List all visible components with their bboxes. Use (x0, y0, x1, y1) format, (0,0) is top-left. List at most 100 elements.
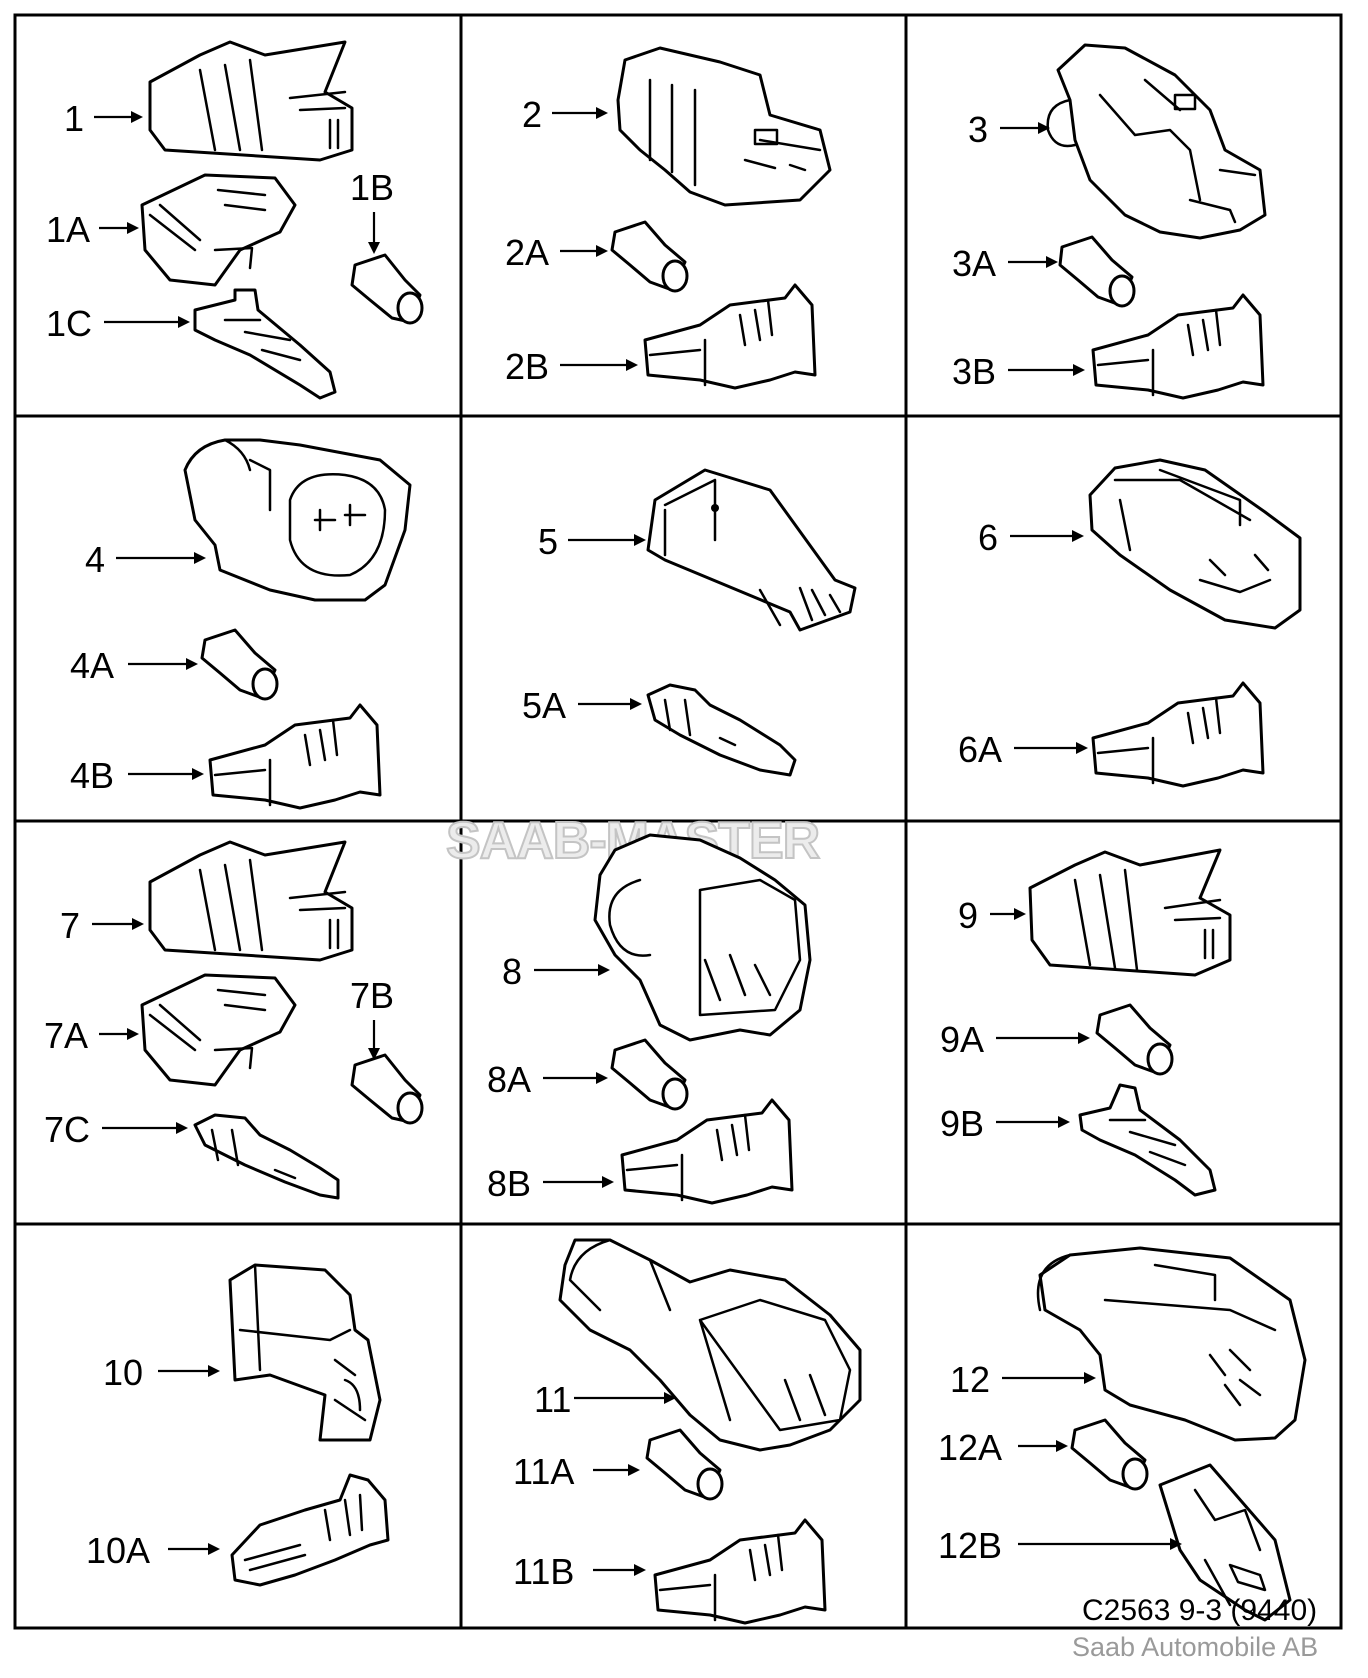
connector-5-drawing (646, 468, 857, 632)
label-5A-text: 5A (522, 685, 566, 726)
label-11B: 11B (513, 1551, 646, 1592)
copyright-credit: Saab Automobile AB (1072, 1632, 1319, 1662)
label-3A: 3A (952, 243, 1058, 284)
seal-8A-drawing (610, 1038, 689, 1111)
label-11A: 11A (513, 1451, 640, 1492)
label-2-text: 2 (522, 94, 542, 135)
label-4B-text: 4B (70, 755, 114, 796)
lock-12B-drawing (1158, 1463, 1292, 1622)
label-1: 1 (64, 98, 143, 139)
label-7A: 7A (44, 1015, 139, 1056)
label-5A: 5A (522, 685, 642, 726)
label-4B: 4B (70, 755, 204, 796)
seal-2A-drawing (610, 220, 689, 293)
label-7B: 7B (350, 975, 394, 1060)
terminal-11B-drawing (653, 1518, 827, 1625)
seal-12A-drawing (1070, 1418, 1149, 1491)
label-1B-text: 1B (350, 167, 394, 208)
label-3A-text: 3A (952, 243, 996, 284)
label-8: 8 (502, 951, 610, 992)
connector-7-drawing (148, 840, 354, 962)
label-2A: 2A (505, 232, 608, 273)
connector-6-drawing (1088, 458, 1302, 630)
label-1A-text: 1A (46, 209, 90, 250)
seal-3A-drawing (1058, 235, 1136, 308)
label-8B: 8B (487, 1163, 614, 1204)
connector-4-drawing (183, 438, 412, 602)
label-2A-text: 2A (505, 232, 549, 273)
label-12B: 12B (938, 1525, 1182, 1566)
label-12-text: 12 (950, 1359, 990, 1400)
label-8A-text: 8A (487, 1059, 531, 1100)
label-2B-text: 2B (505, 346, 549, 387)
drawing-code: C2563 9-3 (9440) (1082, 1594, 1317, 1627)
label-12A: 12A (938, 1427, 1068, 1468)
label-7-text: 7 (60, 905, 80, 946)
label-8B-text: 8B (487, 1163, 531, 1204)
label-2: 2 (522, 94, 608, 135)
label-9A: 9A (940, 1019, 1090, 1060)
label-5: 5 (538, 521, 646, 562)
connector-9-drawing (1028, 848, 1232, 977)
label-6-text: 6 (978, 517, 998, 558)
label-2B: 2B (505, 346, 638, 387)
terminal-2B-drawing (643, 283, 817, 390)
label-4-text: 4 (85, 539, 105, 580)
connector-8-drawing (593, 833, 812, 1042)
label-12B-text: 12B (938, 1525, 1002, 1566)
label-7C-text: 7C (44, 1109, 90, 1150)
grid-frame (13, 13, 1343, 1630)
terminal-5A-drawing (646, 683, 797, 777)
terminal-3B-drawing (1091, 293, 1265, 400)
label-11: 11 (534, 1379, 676, 1420)
label-1-text: 1 (64, 98, 84, 139)
label-1A: 1A (46, 209, 139, 250)
terminal-8B-drawing (620, 1098, 794, 1205)
label-12A-text: 12A (938, 1427, 1002, 1468)
terminal-9B-drawing (1078, 1083, 1217, 1197)
label-1B: 1B (350, 167, 394, 254)
seal-1B-drawing (350, 253, 424, 325)
label-9B: 9B (940, 1103, 1070, 1144)
label-11-text: 11 (534, 1379, 571, 1420)
terminal-1C-drawing (193, 288, 337, 400)
label-9-text: 9 (958, 895, 978, 936)
terminal-6A-drawing (1091, 681, 1265, 788)
connector-3-drawing (1046, 43, 1267, 240)
label-4A-text: 4A (70, 645, 114, 686)
connector-1-drawing (148, 40, 354, 162)
label-1C-text: 1C (46, 303, 92, 344)
label-6: 6 (978, 517, 1084, 558)
housing-1A-drawing (140, 173, 297, 287)
terminal-4B-drawing (208, 703, 382, 810)
housing-7A-drawing (140, 973, 297, 1087)
label-7: 7 (60, 905, 144, 946)
label-1C: 1C (46, 303, 190, 344)
label-5-text: 5 (538, 521, 558, 562)
label-9A-text: 9A (940, 1019, 984, 1060)
label-4: 4 (85, 539, 206, 580)
connector-12-drawing (1036, 1246, 1307, 1442)
terminal-10A-drawing (230, 1473, 390, 1587)
label-8-text: 8 (502, 951, 522, 992)
label-7B-text: 7B (350, 975, 394, 1016)
label-9: 9 (958, 895, 1026, 936)
label-10A-text: 10A (86, 1530, 150, 1571)
seal-4A-drawing (200, 628, 279, 701)
seal-7B-drawing (350, 1053, 424, 1125)
label-6A: 6A (958, 729, 1088, 770)
label-12: 12 (950, 1359, 1096, 1400)
label-9B-text: 9B (940, 1103, 984, 1144)
seal-9A-drawing (1095, 1003, 1174, 1076)
connector-10-drawing (228, 1263, 382, 1442)
label-6A-text: 6A (958, 729, 1002, 770)
label-7A-text: 7A (44, 1015, 88, 1056)
label-3: 3 (968, 109, 1050, 150)
label-10: 10 (103, 1352, 220, 1393)
connector-11-drawing (558, 1238, 862, 1452)
label-10A: 10A (86, 1530, 220, 1571)
connector-2-drawing (616, 46, 832, 207)
label-11A-text: 11A (513, 1451, 574, 1492)
label-3B-text: 3B (952, 351, 996, 392)
